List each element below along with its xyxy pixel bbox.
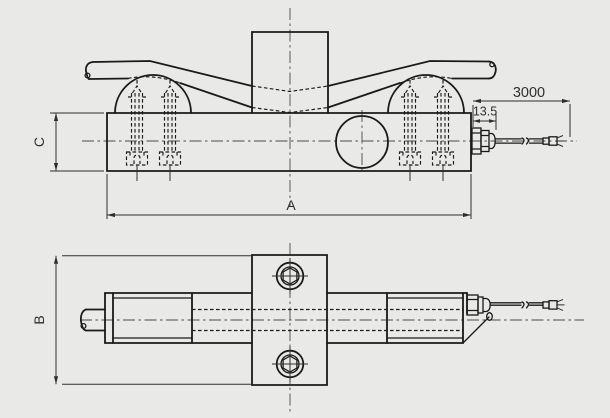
side-view: C A 3000 13.5 [31, 8, 577, 219]
through-hole [335, 115, 389, 169]
center-block [251, 31, 329, 114]
cable [494, 138, 522, 144]
dimension-c: C [31, 112, 104, 172]
connector-wires [556, 298, 565, 311]
dimension-c-label: C [31, 137, 47, 147]
left-dome [114, 74, 192, 114]
chamfer-edge [462, 316, 490, 344]
dimension-a-label: A [286, 197, 296, 213]
dimension-13-5-label: 13.5 [473, 105, 497, 119]
screw-head [486, 312, 493, 321]
bolt-3 [398, 79, 422, 182]
sensor-body [104, 292, 493, 344]
bolt-1 [125, 79, 149, 182]
base-block [106, 112, 472, 172]
cable-break-symbol [521, 137, 530, 145]
dimension-cable-length: 3000 [472, 85, 571, 137]
bolt-4 [431, 79, 455, 182]
mounting-block [251, 254, 328, 386]
dimension-3000-label: 3000 [513, 85, 545, 101]
rail-end-plan [80, 308, 106, 332]
connector-wires [556, 135, 565, 147]
connector [542, 301, 550, 309]
cable-break-symbol [521, 301, 530, 309]
right-dome [387, 74, 465, 114]
plan-view: B [31, 243, 584, 415]
bolt-2 [158, 79, 182, 182]
cable [489, 302, 522, 306]
cable-gland-plan [466, 294, 565, 316]
bolt-hole-top [271, 257, 309, 295]
rail [84, 60, 497, 114]
dimension-b-label: B [31, 315, 47, 324]
bolt-hole-bottom [271, 345, 309, 383]
dimension-gland-length: 13.5 [473, 105, 497, 130]
cable-gland-side [471, 127, 565, 155]
dimension-b: B [31, 255, 251, 385]
dimension-a: A [106, 174, 472, 219]
